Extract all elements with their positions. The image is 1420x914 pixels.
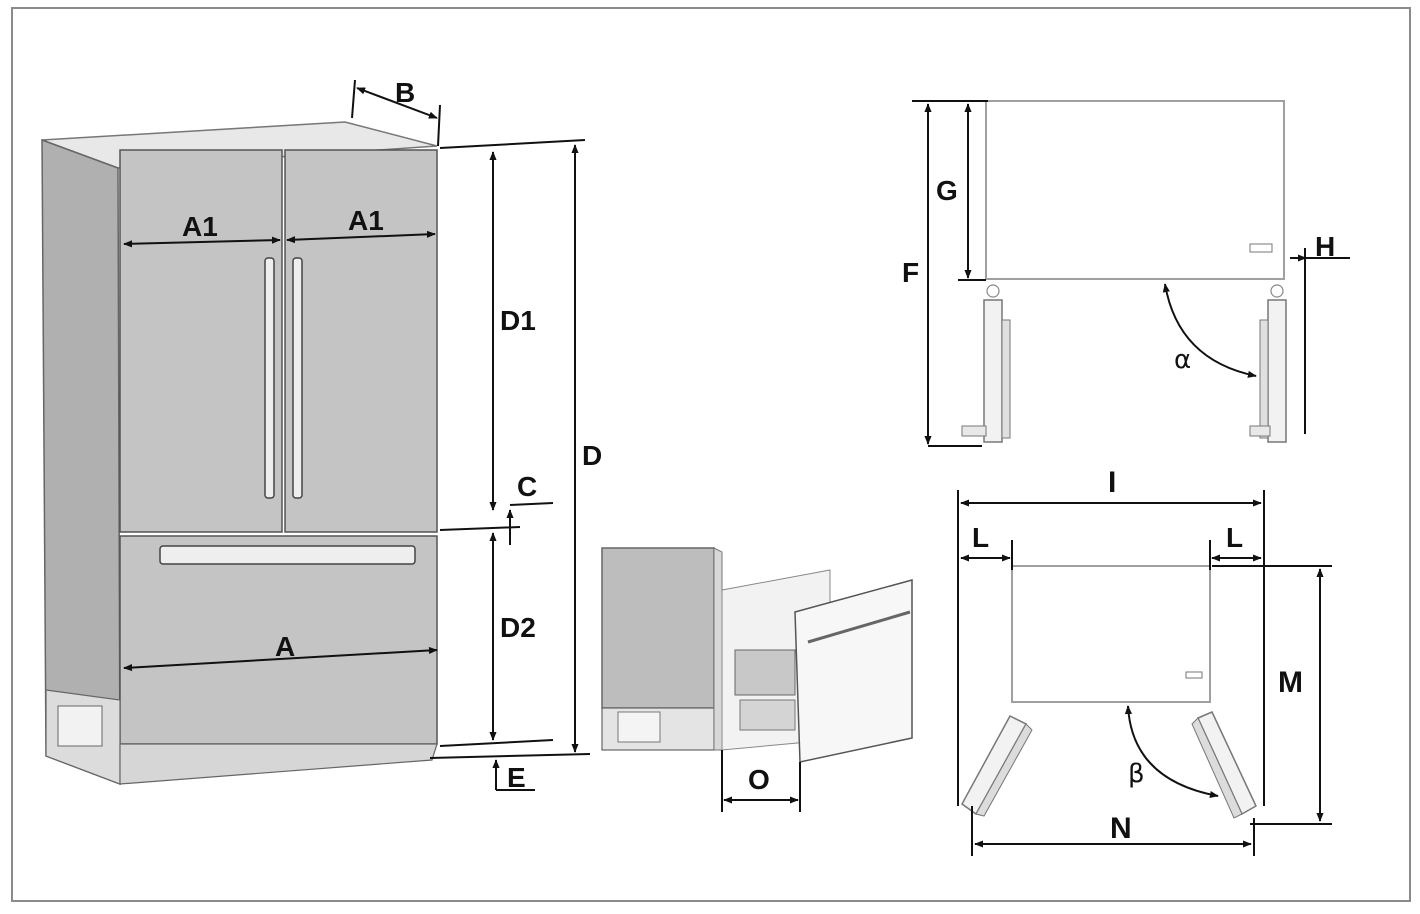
- label-a1-right: A1: [348, 205, 384, 236]
- top-view-alpha-dimensions: [912, 100, 1350, 447]
- top-view-alpha: [961, 100, 1287, 443]
- main-labels: B A1 A1 A D1 C D D2 E: [182, 77, 602, 793]
- freezer-drawer: [119, 535, 438, 745]
- label-d1: D1: [500, 305, 536, 336]
- right-door: [284, 149, 438, 533]
- top-view-beta-dimensions: [957, 490, 1332, 856]
- label-l-left: L: [972, 522, 989, 553]
- label-beta: β: [1128, 759, 1145, 789]
- label-c: C: [517, 471, 537, 502]
- label-l-right: L: [1226, 522, 1243, 553]
- label-a: A: [275, 631, 295, 662]
- left-door: [119, 149, 283, 533]
- label-g: G: [936, 175, 958, 206]
- right-door-handle: [292, 257, 303, 499]
- drawer-open-illustration: [601, 547, 913, 763]
- label-b: B: [395, 77, 415, 108]
- label-o: O: [748, 764, 770, 795]
- label-d2: D2: [500, 612, 536, 643]
- main-dimensions: [123, 79, 591, 791]
- label-n: N: [1110, 812, 1132, 845]
- label-f: F: [902, 257, 919, 288]
- label-d: D: [582, 440, 602, 471]
- label-h: H: [1315, 231, 1335, 262]
- outer-frame: [11, 7, 1411, 902]
- label-alpha: α: [1174, 345, 1191, 375]
- label-i: I: [1108, 466, 1116, 499]
- label-e: E: [507, 762, 526, 793]
- fridge-illustration: [41, 121, 438, 786]
- left-door-handle: [264, 257, 275, 499]
- drawer-dimensions: [721, 750, 801, 812]
- label-a1-left: A1: [182, 211, 218, 242]
- drawer-handle: [159, 545, 416, 565]
- top-view-beta: [961, 565, 1257, 819]
- label-m: M: [1278, 666, 1303, 699]
